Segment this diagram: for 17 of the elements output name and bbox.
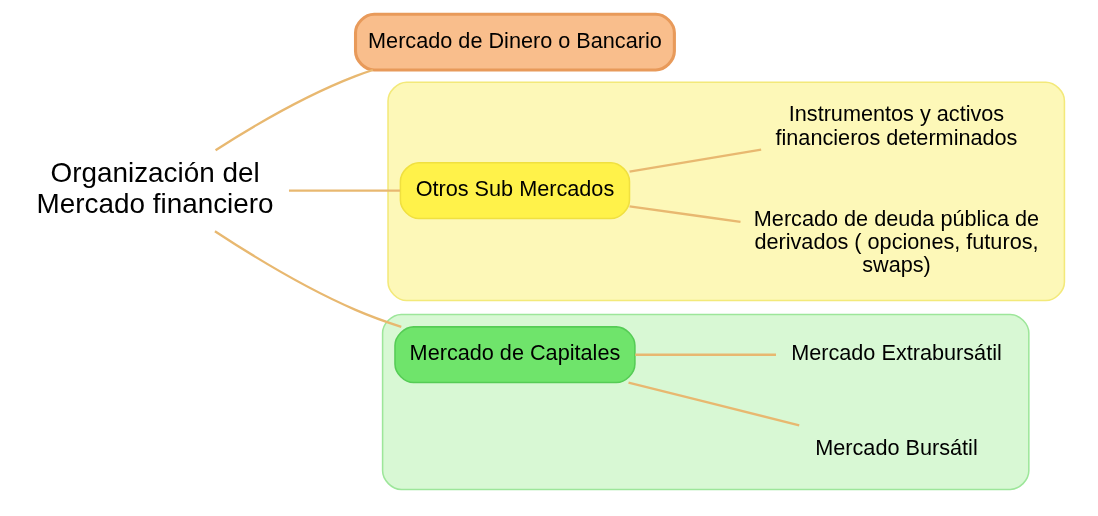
connector xyxy=(629,205,741,223)
connector xyxy=(214,68,374,152)
connector xyxy=(629,148,762,173)
node-text: Mercado Extrabursátil xyxy=(791,340,1002,366)
cluster xyxy=(387,81,1066,302)
connector xyxy=(635,353,776,356)
node-box: Otros Sub Mercados xyxy=(399,162,631,220)
node-text: Organización del Mercado financiero xyxy=(36,157,274,219)
node-box: Mercado de Dinero o Bancario xyxy=(353,12,676,72)
connector xyxy=(288,189,400,192)
cluster xyxy=(381,313,1030,491)
connector xyxy=(628,381,800,427)
connector xyxy=(214,230,402,328)
node-text: Instrumentos y activos financieros determinados xyxy=(775,101,1018,150)
node-box: Mercado de Capitales xyxy=(394,326,636,384)
node-text: Mercado de deuda pública de derivados ( opciones, futuros, swaps) xyxy=(753,205,1040,278)
node-text: Mercado Bursátil xyxy=(815,434,978,460)
